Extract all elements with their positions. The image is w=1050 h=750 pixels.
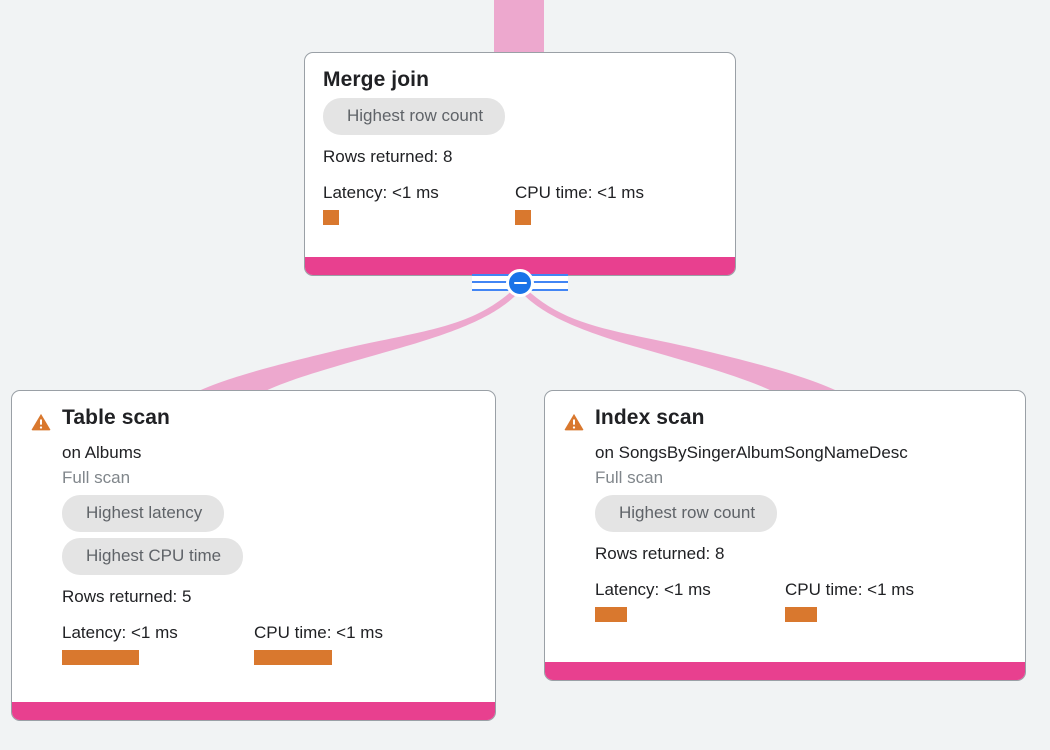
metric-cpu-time-label: CPU time: <1 ms (254, 623, 383, 642)
node-scan-type: Full scan (595, 468, 664, 487)
rows-returned-label: Rows returned: 5 (62, 587, 192, 606)
chip-highest-row-count[interactable]: Highest row count (595, 495, 778, 532)
node-card-table-scan[interactable]: Table scan on Albums Full scan Highest l… (11, 390, 496, 721)
node-chips: Highest row count (595, 495, 1007, 538)
warning-triangle-icon (31, 413, 51, 431)
metric-cpu-time: CPU time: <1 ms (254, 623, 383, 665)
metric-cpu-time: CPU time: <1 ms (515, 183, 644, 225)
node-accent-bar (545, 662, 1025, 680)
rows-returned-label: Rows returned: 8 (323, 147, 453, 166)
node-chips: Highest row count (323, 98, 717, 141)
node-header-texts: Table scan on Albums Full scan Highest l… (62, 405, 477, 665)
metric-cpu-time-bar (515, 210, 531, 225)
node-card-merge-join[interactable]: Merge join Highest row count Rows return… (304, 52, 736, 276)
node-metrics: Latency: <1 ms CPU time: <1 ms (323, 183, 717, 225)
node-header: Table scan on Albums Full scan Highest l… (30, 405, 477, 665)
metric-latency-label: Latency: <1 ms (62, 623, 178, 642)
node-chips: Highest latency Highest CPU time (62, 495, 477, 581)
node-subtitle: on Albums (62, 443, 142, 462)
metric-latency-label: Latency: <1 ms (323, 183, 439, 202)
collapse-node-toggle[interactable] (506, 269, 534, 297)
metric-cpu-time-label: CPU time: <1 ms (515, 183, 644, 202)
metric-cpu-time-label: CPU time: <1 ms (785, 580, 914, 599)
metric-latency: Latency: <1 ms (62, 623, 254, 665)
node-header: Index scan on SongsBySingerAlbumSongName… (563, 405, 1007, 622)
node-title: Table scan (62, 406, 170, 429)
node-header: Merge join (323, 67, 717, 93)
metric-cpu-time-bar (785, 607, 817, 622)
node-subtitle: on SongsBySingerAlbumSongNameDesc (595, 443, 908, 462)
node-title: Index scan (595, 406, 705, 429)
chip-highest-latency[interactable]: Highest latency (62, 495, 225, 532)
chip-row: Highest CPU time (62, 538, 477, 581)
chip-highest-cpu-time[interactable]: Highest CPU time (62, 538, 244, 575)
chip-highest-row-count[interactable]: Highest row count (323, 98, 506, 135)
chip-row: Highest row count (595, 495, 1007, 538)
metric-latency: Latency: <1 ms (323, 183, 515, 225)
metric-latency-bar (323, 210, 339, 225)
node-body: Merge join Highest row count Rows return… (305, 53, 735, 235)
metric-cpu-time: CPU time: <1 ms (785, 580, 914, 622)
node-body: Index scan on SongsBySingerAlbumSongName… (545, 391, 1025, 632)
metric-latency-bar (62, 650, 139, 665)
metric-latency-label: Latency: <1 ms (595, 580, 711, 599)
node-body: Table scan on Albums Full scan Highest l… (12, 391, 495, 675)
node-scan-type: Full scan (62, 468, 131, 487)
edge-parent-to-merge-join (494, 0, 544, 56)
node-metrics: Latency: <1 ms CPU time: <1 ms (595, 580, 1007, 622)
warning-triangle-icon (564, 413, 584, 431)
chip-row: Highest row count (323, 98, 717, 141)
node-header-texts: Index scan on SongsBySingerAlbumSongName… (595, 405, 1007, 622)
edge-merge-join-to-table-scan (188, 288, 519, 396)
node-title: Merge join (323, 68, 430, 91)
edge-merge-join-to-index-scan (521, 288, 848, 396)
metric-latency: Latency: <1 ms (595, 580, 785, 622)
node-metrics: Latency: <1 ms CPU time: <1 ms (62, 623, 477, 665)
metric-cpu-time-bar (254, 650, 332, 665)
node-header-texts: Merge join (323, 67, 717, 93)
node-accent-bar (12, 702, 495, 720)
chip-row: Highest latency (62, 495, 477, 538)
minus-icon (513, 281, 527, 285)
node-accent-bar (305, 257, 735, 275)
rows-returned-label: Rows returned: 8 (595, 544, 725, 563)
node-card-index-scan[interactable]: Index scan on SongsBySingerAlbumSongName… (544, 390, 1026, 681)
metric-latency-bar (595, 607, 627, 622)
